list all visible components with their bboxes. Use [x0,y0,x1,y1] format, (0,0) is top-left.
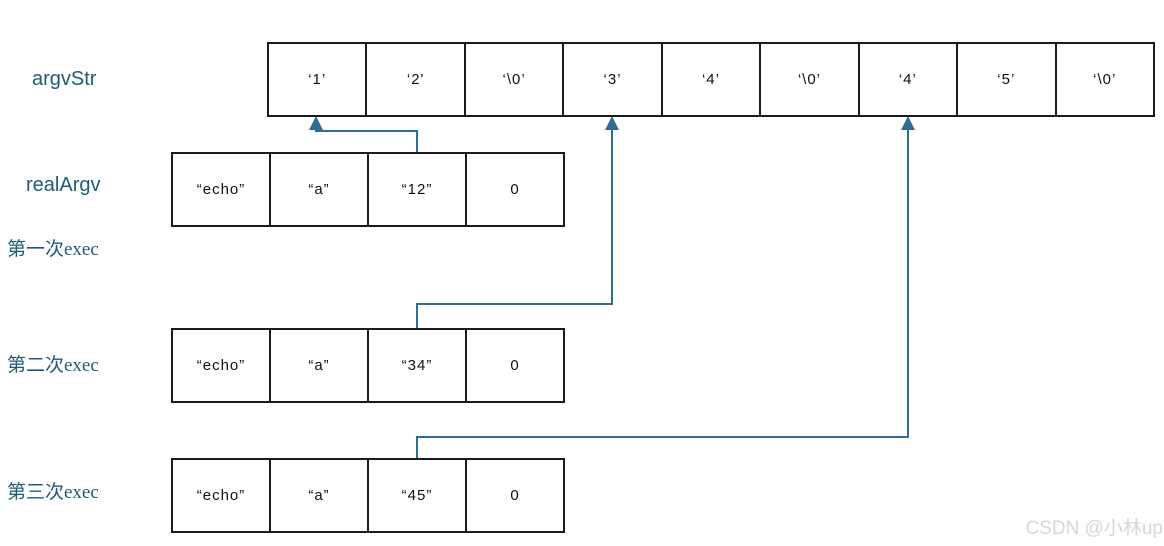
arrow-realargv-12-to-argvstr-1 [309,116,418,152]
csdn-watermark: CSDN @小林up [1025,518,1163,539]
label-argvstr: argvStr [32,68,97,90]
second-exec-array-row: “echo” “a” “34” 0 [171,328,565,403]
realargv-array-row: “echo” “a” “12” 0 [171,152,565,227]
exec3-cell-3: 0 [465,460,563,531]
arrow-exec3-45-to-argvstr-4 [416,116,915,458]
argvstr-array-row: ‘1’ ‘2' ‘\0’ ‘3’ ‘4’ ‘\0’ ‘4’ ‘5’ ‘\0’ [267,42,1155,117]
realargv-cell-0: “echo” [173,154,269,225]
third-exec-array-row: “echo” “a” “45” 0 [171,458,565,533]
exec2-cell-3: 0 [465,330,563,401]
label-second-exec: 第二次exec [7,355,99,376]
exec2-cell-2: “34” [367,330,465,401]
exec3-cell-2: “45” [367,460,465,531]
argvstr-cell-3: ‘3’ [562,44,661,115]
argvstr-cell-1: ‘2' [365,44,464,115]
argvstr-cell-6: ‘4’ [857,44,957,115]
argvstr-cell-5: ‘\0’ [759,44,858,115]
argvstr-cell-4: ‘4’ [660,44,760,115]
exec3-cell-1: “a” [269,460,367,531]
exec2-cell-0: “echo” [173,330,269,401]
label-third-exec: 第三次exec [7,482,99,503]
realargv-cell-3: 0 [465,154,563,225]
exec3-cell-0: “echo” [173,460,269,531]
arrow-exec2-34-to-argvstr-3 [416,116,619,328]
label-first-exec: 第一次exec [7,239,99,260]
argvstr-cell-8: ‘\0’ [1054,44,1153,115]
realargv-cell-2: “12” [367,154,465,225]
label-realargv: realArgv [26,174,101,196]
argvstr-cell-7: ‘5’ [956,44,1055,115]
exec2-cell-1: “a” [269,330,367,401]
argvstr-cell-2: ‘\0’ [463,44,563,115]
realargv-cell-1: “a” [269,154,367,225]
argvstr-cell-0: ‘1’ [269,44,366,115]
